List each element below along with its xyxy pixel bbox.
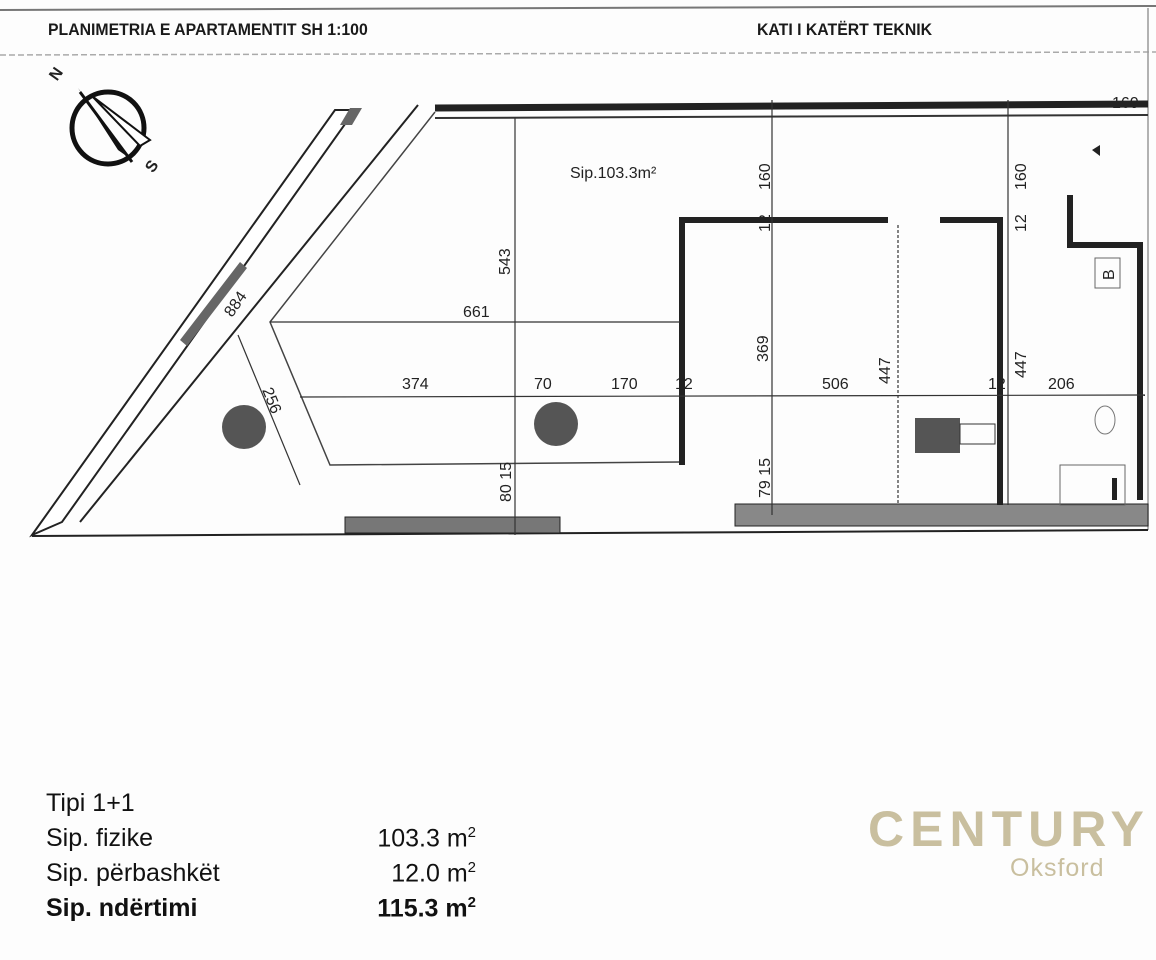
dimension-label: 160 xyxy=(1112,95,1139,112)
compass-south-label: S xyxy=(142,157,162,176)
century-logo: CENTURY Oksford xyxy=(868,800,1150,883)
logo-sub: Oksford xyxy=(1010,854,1105,882)
compass-north-label: N xyxy=(46,65,67,84)
dimension-label: 543 xyxy=(497,248,514,275)
dimension-label: 447 xyxy=(1013,351,1030,378)
summary-value: 12.0 m2 xyxy=(391,858,476,888)
summary-row: Sip. përbashkët 12.0 m2 xyxy=(46,856,476,891)
dimension-label: 369 xyxy=(755,335,772,362)
dimension-lines xyxy=(237,100,1146,535)
plan-title: PLANIMETRIA E APARTAMENTIT SH 1:100 xyxy=(48,20,368,39)
dimension-label: 256 xyxy=(258,385,284,416)
dimension-label: 160 xyxy=(757,163,774,190)
summary-value: 115.3 m2 xyxy=(377,893,476,923)
area-label: Sip.103.3m² xyxy=(570,165,657,182)
floor-title: KATI I KATËRT TEKNIK xyxy=(757,20,933,39)
summary-row: Sip. ndërtimi 115.3 m2 xyxy=(46,891,476,926)
summary-label: Sip. përbashkët xyxy=(46,859,220,887)
dimension-label: 12 xyxy=(757,214,774,232)
summary-value: 103.3 m2 xyxy=(377,823,476,853)
dimension-label: 160 xyxy=(1013,163,1030,190)
frame-line xyxy=(0,51,1156,56)
summary-row: Sip. fizike 103.3 m2 xyxy=(46,821,476,856)
dimension-label: 506 xyxy=(822,376,849,393)
dimension-label: 206 xyxy=(1048,376,1075,393)
dimension-label: 80 15 xyxy=(498,462,515,502)
compass-icon: N S xyxy=(46,65,162,176)
dimension-label: 70 xyxy=(534,376,552,393)
walls xyxy=(29,100,1149,538)
summary-label: Sip. fizike xyxy=(46,824,153,852)
dimension-label: 661 xyxy=(463,304,490,321)
dimension-label: 79 15 xyxy=(757,458,774,498)
dimension-label: 170 xyxy=(611,376,638,393)
dimension-label: 12 xyxy=(675,376,693,393)
frame-line xyxy=(0,5,1156,11)
dimension-label: 374 xyxy=(402,376,429,393)
summary-label: Sip. ndërtimi xyxy=(46,894,198,922)
logo-brand: CENTURY xyxy=(868,801,1150,857)
dimension-label: 447 xyxy=(877,357,894,384)
type-row: Tipi 1+1 xyxy=(46,786,476,821)
dimension-label: 12 xyxy=(988,376,1006,393)
bathroom-label: B xyxy=(1101,269,1118,280)
dimension-label: 12 xyxy=(1013,214,1030,232)
type-label: Tipi 1+1 xyxy=(46,789,135,817)
